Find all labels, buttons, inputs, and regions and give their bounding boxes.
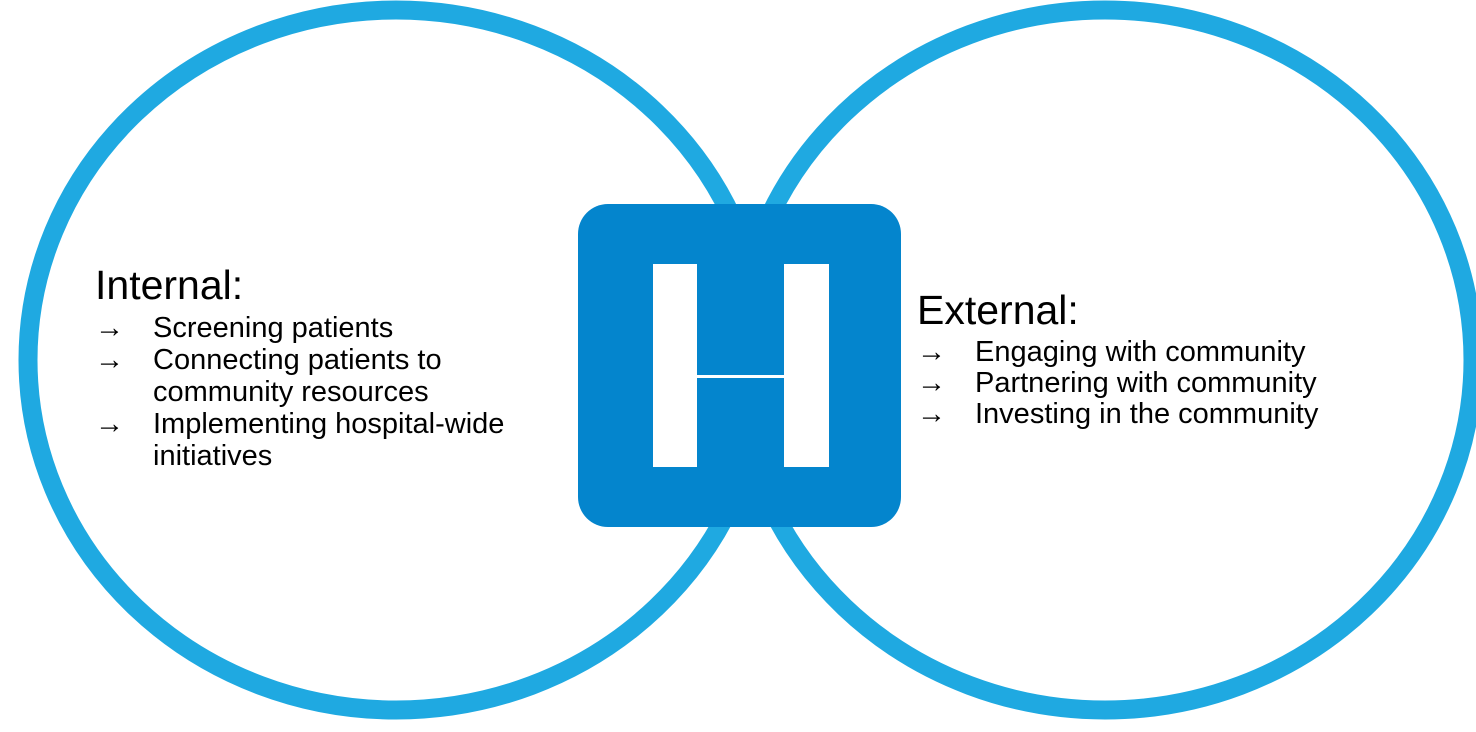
hospital-sign-background [578,204,901,527]
internal-list: → Screening patients → Connecting patien… [95,312,575,472]
internal-title: Internal: [95,262,244,308]
hospital-letter-h [653,264,829,467]
internal-item-connecting: Connecting patients to community resourc… [153,344,442,408]
list-item: → Investing in the community [917,399,1473,430]
arrow-right-icon: → [917,398,946,430]
external-panel: External: → Engaging with community → Pa… [917,287,1473,430]
hospital-h-icon [578,204,901,527]
arrow-right-icon: → [917,336,946,368]
list-item: → Screening patients [95,312,575,344]
list-item: → Implementing hospital-wide initiatives [95,408,575,472]
external-list: → Engaging with community → Partnering w… [917,337,1473,430]
list-item: → Connecting patients to community resou… [95,344,575,408]
external-item-investing: Investing in the community [975,398,1319,430]
list-item: → Engaging with community [917,337,1473,368]
arrow-right-icon: → [95,344,124,376]
list-item: → Partnering with community [917,368,1473,399]
internal-item-screening: Screening patients [153,312,394,344]
arrow-right-icon: → [95,408,124,440]
arrow-right-icon: → [95,312,124,344]
external-item-partnering: Partnering with community [975,367,1317,399]
external-title: External: [917,287,1079,333]
arrow-right-icon: → [917,367,946,399]
external-item-engaging: Engaging with community [975,336,1306,368]
internal-panel: Internal: → Screening patients → Connect… [95,262,575,472]
internal-item-implementing: Implementing hospital-wide initiatives [153,408,505,472]
